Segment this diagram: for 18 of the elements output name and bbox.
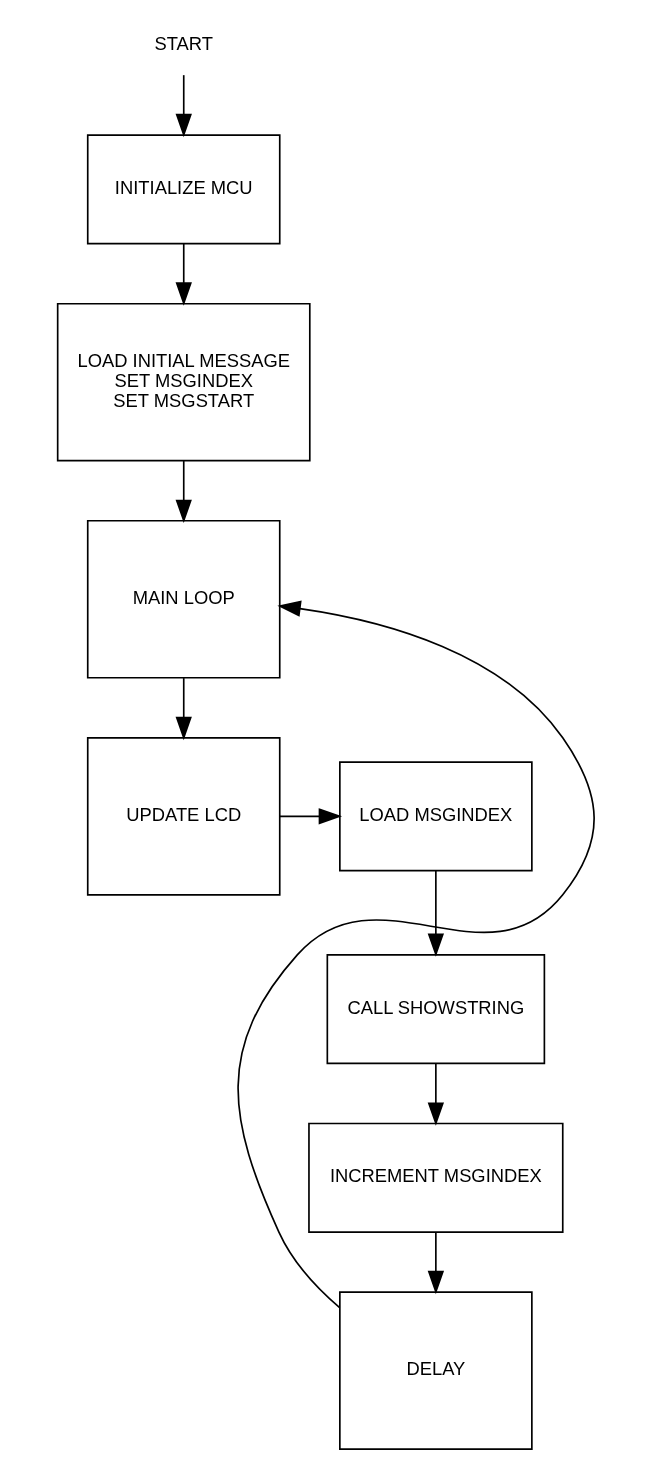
node-box: LOAD MSGINDEX xyxy=(338,761,533,872)
node-box: CALL SHOWSTRING xyxy=(326,954,545,1065)
node-text: START xyxy=(153,32,213,54)
arrow xyxy=(427,869,444,957)
arrow xyxy=(175,677,192,741)
arrow xyxy=(175,460,192,524)
arrow xyxy=(236,600,595,1309)
arrow xyxy=(427,1231,444,1295)
node-box: UPDATE LCD xyxy=(86,737,281,896)
node-box: DELAY xyxy=(338,1291,533,1450)
arrow xyxy=(278,808,342,825)
node-box: INITIALIZE MCU xyxy=(86,134,281,245)
node-box: LOAD INITIAL MESSAGE SET MSGINDEX SET MSGSTART xyxy=(56,302,311,462)
node-box: MAIN LOOP xyxy=(86,519,281,679)
arrow xyxy=(175,74,192,138)
arrow xyxy=(175,243,192,306)
node-box: INCREMENT MSGINDEX xyxy=(307,1122,564,1233)
arrow xyxy=(427,1062,444,1126)
